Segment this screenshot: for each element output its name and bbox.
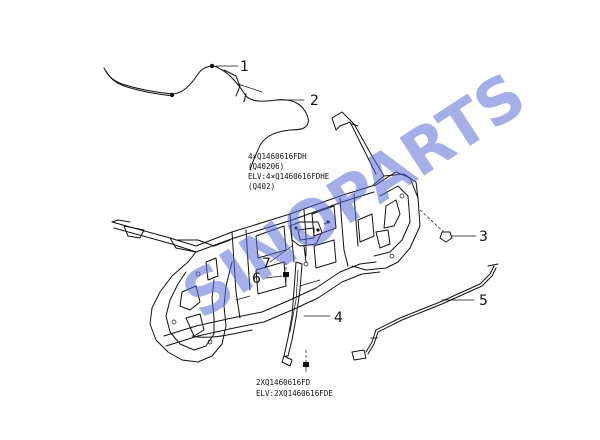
bolt-note-upper: 4×Q1460616FDH (Q40206) ELV:4×Q1460616FDH… xyxy=(248,152,330,191)
callout-2: 2 xyxy=(310,93,319,109)
callout-3: 3 xyxy=(479,229,488,245)
leader-lines xyxy=(215,65,477,317)
bolt-note-lower-line: ELV:2XQ1460616FDE xyxy=(256,389,333,398)
bolt-note-upper-line: (Q40206) xyxy=(248,162,284,171)
radiator-support-frame xyxy=(111,111,421,363)
cable-clip-icon xyxy=(169,92,175,98)
callout-1: 1 xyxy=(240,59,249,75)
callout-7: 7 xyxy=(262,256,271,272)
hood-prop-rod xyxy=(351,263,499,361)
bolt-part-6 xyxy=(283,262,289,283)
nut-part-3 xyxy=(419,209,453,243)
callout-6: 6 xyxy=(252,271,261,287)
latch-support-brace xyxy=(281,261,309,373)
hood-latch xyxy=(289,220,331,267)
cable-clip-icon xyxy=(209,63,215,69)
callout-5: 5 xyxy=(479,293,488,309)
bolt-note-lower-line: 2XQ1460616FD xyxy=(256,378,311,387)
bolt-note-upper-line: 4×Q1460616FDH xyxy=(248,152,307,161)
bolt-note-upper-line: (Q402) xyxy=(248,182,275,191)
watermark: SINOPARTS xyxy=(170,58,538,333)
bolt-icon xyxy=(303,362,309,373)
watermark-text: SINOPARTS xyxy=(170,58,538,333)
bolt-note-upper-line: ELV:4×Q1460616FDHE xyxy=(248,172,330,181)
bolt-note-lower: 2XQ1460616FD ELV:2XQ1460616FDE xyxy=(256,378,333,398)
hood-release-cable xyxy=(103,63,309,171)
callout-4: 4 xyxy=(334,310,343,326)
